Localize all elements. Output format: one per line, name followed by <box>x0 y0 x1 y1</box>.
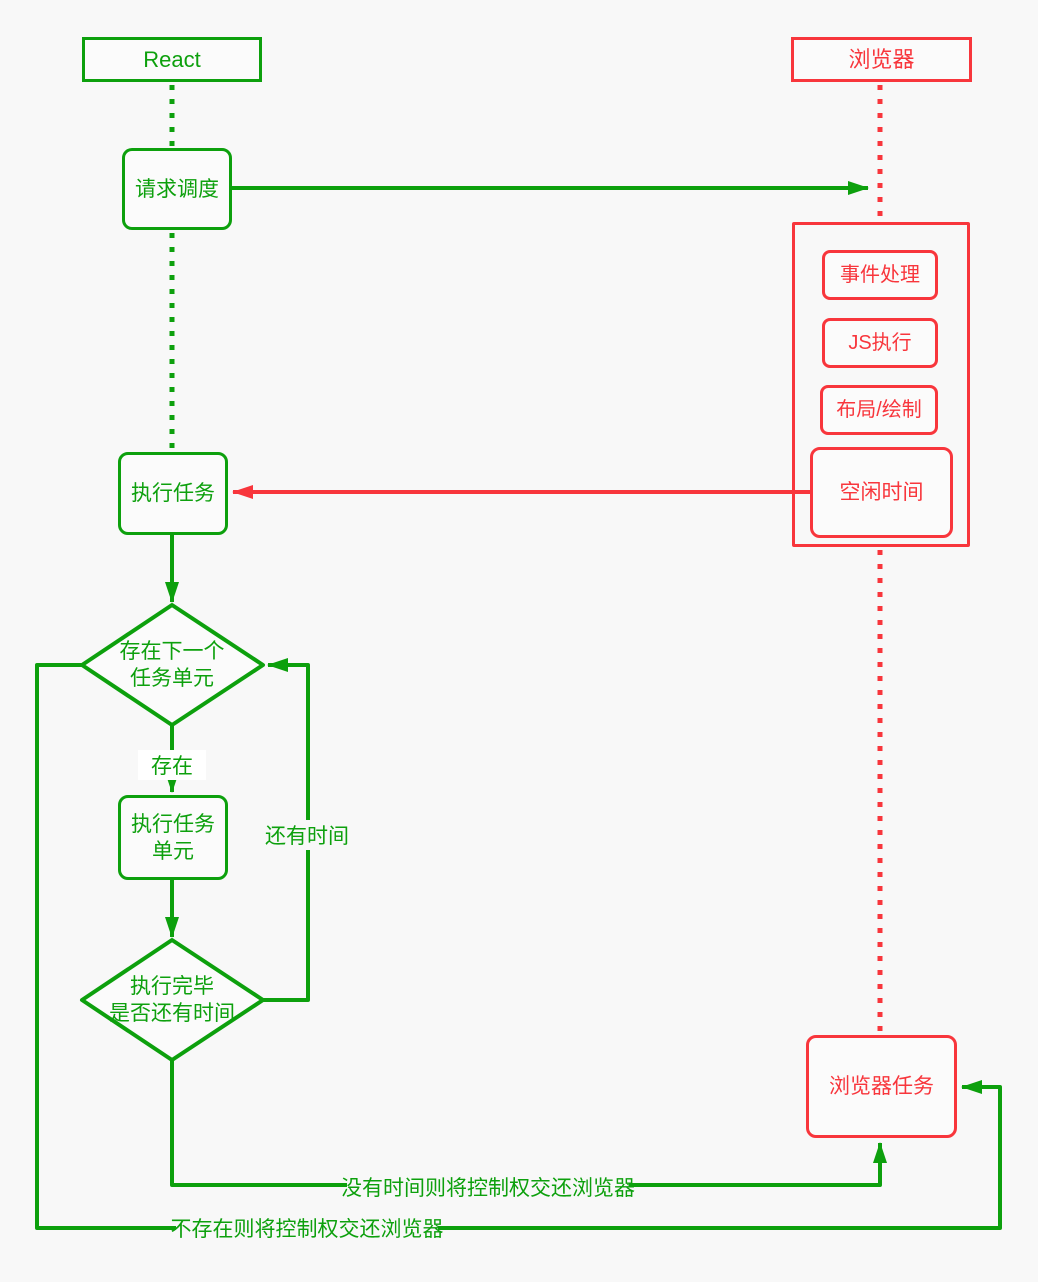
browser-task-node: 浏览器任务 <box>806 1035 957 1138</box>
has-next-unit-line2: 任务单元 <box>130 667 214 690</box>
done-has-time-line1: 执行完毕 <box>130 975 214 998</box>
react-lane-label: React <box>143 47 201 72</box>
execute-unit-line1: 执行任务 <box>131 812 215 836</box>
done-has-time-decision-shape <box>80 938 265 1062</box>
browser-lane-header: 浏览器 <box>791 37 972 82</box>
exists-edge-label: 存在 <box>138 750 206 780</box>
edge-not-exists-to-browser-task <box>35 663 1002 1230</box>
js-execution-node: JS执行 <box>822 318 938 368</box>
react-lane-header: React <box>82 37 262 82</box>
execute-unit-node: 执行任务 单元 <box>118 795 228 880</box>
request-schedule-node: 请求调度 <box>122 148 232 230</box>
execute-unit-line2: 单元 <box>152 839 194 863</box>
layout-paint-label: 布局/绘制 <box>836 398 922 421</box>
browser-task-label: 浏览器任务 <box>829 1075 934 1098</box>
idle-time-label: 空闲时间 <box>839 481 924 504</box>
execute-task-node: 执行任务 <box>118 452 228 535</box>
browser-frame-container <box>792 222 970 547</box>
execute-task-label: 执行任务 <box>131 482 215 505</box>
event-handling-node: 事件处理 <box>822 250 938 300</box>
event-handling-label: 事件处理 <box>840 263 920 286</box>
edge-no-time-to-browser-task <box>170 1060 887 1187</box>
done-has-time-line2: 是否还有时间 <box>109 1002 235 1025</box>
idle-time-node: 空闲时间 <box>810 447 953 538</box>
still-have-time-text: 还有时间 <box>265 825 349 848</box>
no-time-edge-label: 没有时间则将控制权交还浏览器 <box>341 1172 635 1202</box>
browser-lane-label: 浏览器 <box>848 47 915 72</box>
has-next-unit-decision-label: 存在下一个 任务单元 <box>92 634 252 696</box>
exists-edge-label-text: 存在 <box>151 755 193 778</box>
not-exists-text: 不存在则将控制权交还浏览器 <box>170 1218 444 1241</box>
js-execution-label: JS执行 <box>848 331 912 354</box>
has-next-unit-line1: 存在下一个 <box>119 640 225 663</box>
layout-paint-node: 布局/绘制 <box>820 385 938 435</box>
request-schedule-label: 请求调度 <box>135 177 219 201</box>
has-next-unit-decision-shape <box>80 603 265 727</box>
not-exists-edge-label: 不存在则将控制权交还浏览器 <box>171 1213 444 1243</box>
still-have-time-edge-label: 还有时间 <box>255 820 359 850</box>
done-has-time-decision-label: 执行完毕 是否还有时间 <box>82 969 262 1031</box>
no-time-text: 没有时间则将控制权交还浏览器 <box>341 1177 635 1200</box>
